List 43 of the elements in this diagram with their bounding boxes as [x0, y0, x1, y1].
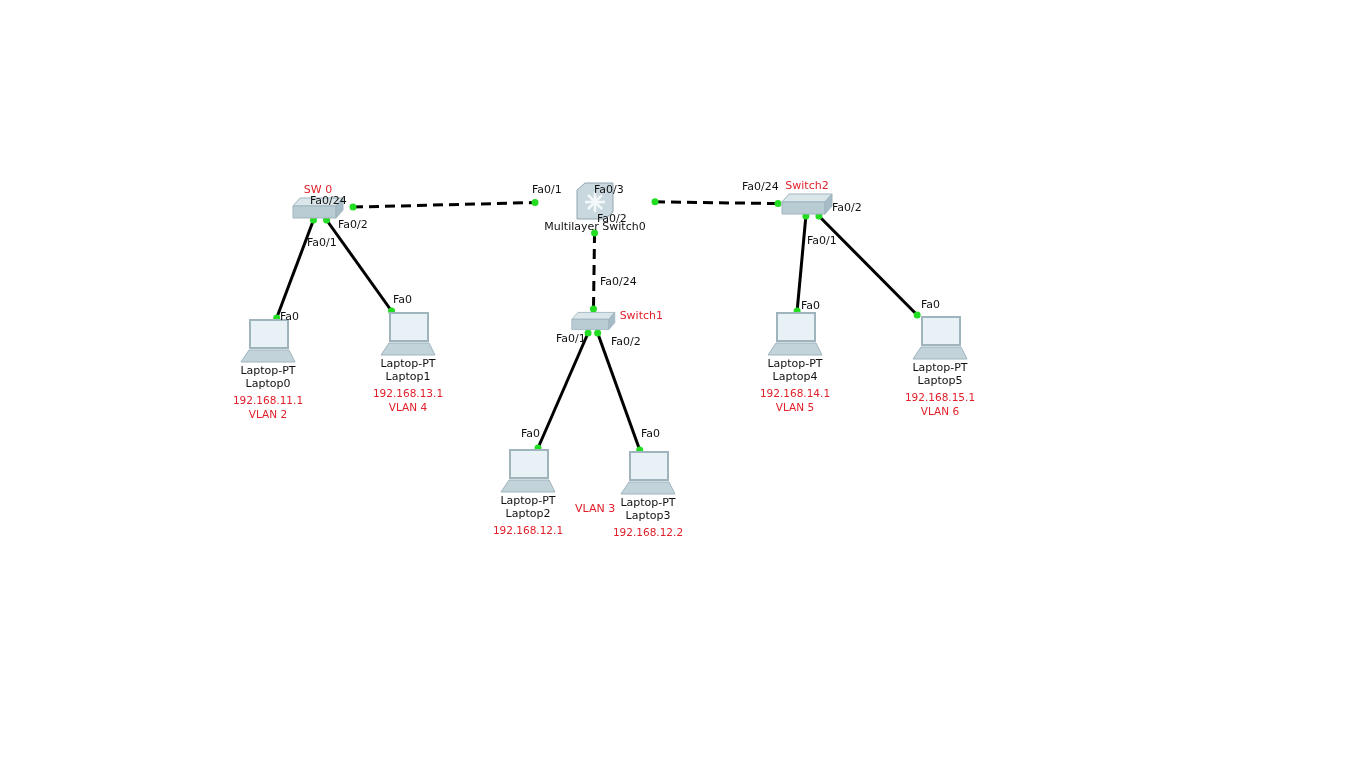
port-label: Fa0/24: [600, 275, 637, 288]
port-label: Fa0/24: [310, 194, 347, 207]
device-name: Laptop0: [244, 377, 292, 390]
device-name: Laptop-PT: [767, 357, 823, 370]
port-label: Fa0/3: [594, 183, 624, 196]
switch-name: Switch2: [785, 179, 829, 192]
device-name: Laptop5: [916, 374, 964, 387]
port-label: Fa0/24: [742, 180, 779, 193]
device-name: Laptop2: [504, 507, 552, 520]
port-label: Fa0: [641, 427, 661, 440]
device-note: 192.168.14.1: [759, 386, 831, 400]
port-label: Fa0: [393, 293, 413, 306]
device-name: Laptop-PT: [380, 357, 436, 370]
device-note: VLAN 5: [774, 400, 816, 414]
device-note: VLAN 4: [387, 400, 429, 414]
port-label: Fa0: [921, 298, 941, 311]
port-label: Fa0: [521, 427, 541, 440]
device-name: Laptop3: [624, 509, 672, 522]
port-label: Fa0: [280, 310, 300, 323]
device-name: Laptop1: [384, 370, 432, 383]
device-note: 192.168.15.1: [904, 390, 976, 404]
port-label: Fa0/1: [556, 332, 586, 345]
device-note: VLAN 2: [247, 407, 289, 421]
port-label: Fa0/1: [307, 236, 337, 249]
device-name: Laptop-PT: [240, 364, 296, 377]
device-name: Laptop4: [771, 370, 819, 383]
device-name: Laptop-PT: [500, 494, 556, 507]
vlan-label: VLAN 3: [575, 502, 616, 515]
port-label: Fa0/1: [532, 183, 562, 196]
port-label: Fa0/2: [338, 218, 368, 231]
switch-name: Switch1: [619, 309, 663, 322]
cable-line: [325, 219, 393, 312]
switch-name: SW 0: [303, 183, 333, 196]
port-label: Fa0: [801, 299, 821, 312]
device-name: Laptop-PT: [620, 496, 676, 509]
device-name: Laptop-PT: [912, 361, 968, 374]
device-note: 192.168.12.2: [612, 525, 684, 539]
device-note: 192.168.12.1: [492, 523, 564, 537]
device-note: VLAN 6: [919, 404, 961, 418]
device-note: 192.168.13.1: [372, 386, 444, 400]
device-note: 192.168.11.1: [232, 393, 304, 407]
port-label: Fa0/1: [807, 234, 837, 247]
port-label: Fa0/2: [611, 335, 641, 348]
